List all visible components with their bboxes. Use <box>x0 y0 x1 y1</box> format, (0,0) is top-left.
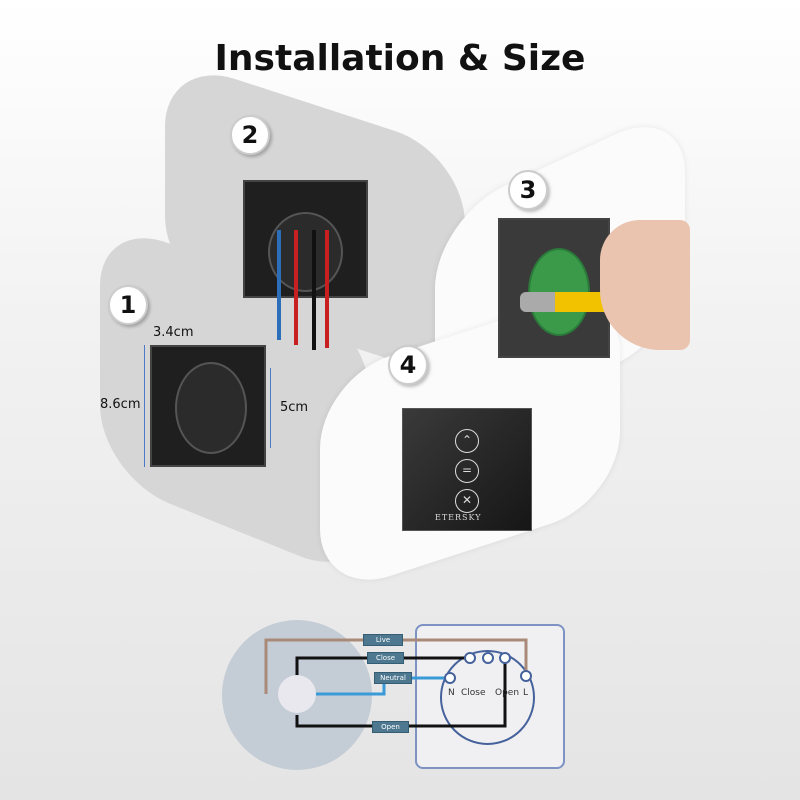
wire-blue <box>277 230 281 340</box>
step-number-2: 2 <box>230 115 270 155</box>
brand-logo: ETERSKY <box>435 513 482 522</box>
step-number-3: 3 <box>508 170 548 210</box>
switch-front-image: ⌃ = ✕ ETERSKY <box>402 408 532 531</box>
switch-module <box>175 362 247 454</box>
depth-dimension: 3.4cm <box>153 325 194 340</box>
page-title: Installation & Size <box>214 38 586 79</box>
terminal-open: Open <box>495 688 520 698</box>
terminal-close: Close <box>461 688 486 698</box>
dimension-line-inner <box>270 368 271 448</box>
wire-black <box>312 230 316 350</box>
up-button-icon: ⌃ <box>455 429 479 453</box>
switch-module-outline <box>440 650 535 745</box>
inner-dimension: 5cm <box>280 400 309 415</box>
terminal-n: N <box>448 688 455 698</box>
neutral-label: Neutral <box>374 672 412 684</box>
down-button-icon: ✕ <box>455 489 479 513</box>
neutral-wire <box>315 676 450 696</box>
dimension-line-height <box>144 345 145 467</box>
open-label: Open <box>372 721 409 733</box>
step-number-4: 4 <box>388 345 428 385</box>
wire-red-2 <box>325 230 329 348</box>
hand-image <box>600 220 690 350</box>
screwdriver-icon <box>520 292 620 312</box>
height-dimension: 8.6cm <box>100 397 141 412</box>
terminal-l: L <box>523 688 529 698</box>
wire-red <box>294 230 298 345</box>
live-label: Live <box>363 634 403 646</box>
stop-button-icon: = <box>455 459 479 483</box>
step-number-1: 1 <box>108 285 148 325</box>
close-label: Close <box>367 652 404 664</box>
